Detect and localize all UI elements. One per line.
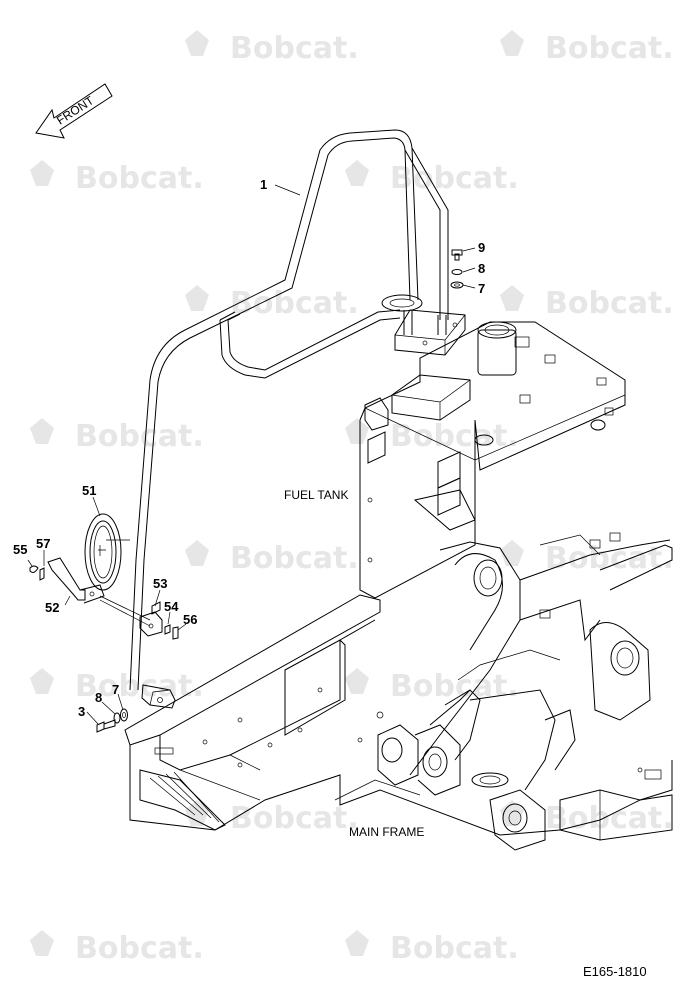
- callout-8: 8: [478, 261, 485, 276]
- bobcat-logo-icon: [30, 668, 54, 694]
- bobcat-logo-icon: [185, 30, 209, 56]
- main-frame: [124, 594, 673, 836]
- watermark-text: Bobcat.: [75, 419, 204, 454]
- leader-lines: [27, 184, 301, 725]
- fuel-tank: [359, 321, 626, 599]
- bobcat-logo-icon: [30, 930, 54, 956]
- watermark-text: Bobcat.: [390, 931, 519, 966]
- mirror-assembly: [29, 513, 179, 640]
- watermark-text: Bobcat.: [545, 286, 674, 321]
- watermark-text: Bobcat.: [75, 161, 204, 196]
- watermark-text: Bobcat.: [390, 419, 519, 454]
- bobcat-logo-icon: [500, 800, 524, 826]
- bobcat-logo-icon: [500, 540, 524, 566]
- callout-9: 9: [478, 240, 485, 255]
- callout-55: 55: [13, 542, 27, 557]
- top-hardware: [450, 247, 476, 289]
- callout-53: 53: [153, 576, 167, 591]
- bobcat-logo-icon: [345, 668, 369, 694]
- watermark-text: Bobcat.: [390, 161, 519, 196]
- bobcat-logo-icon: [30, 418, 54, 444]
- watermark-text: Bobcat.: [230, 801, 359, 836]
- bobcat-logo-icon: [185, 540, 209, 566]
- watermark-text: Bobcat.: [230, 31, 359, 66]
- front-direction-arrow: FRONT: [35, 83, 113, 139]
- bobcat-logo-icon: [500, 30, 524, 56]
- callout-7-lower: 7: [112, 682, 119, 697]
- bobcat-logo-icon: [500, 285, 524, 311]
- callout-8-lower: 8: [95, 690, 102, 705]
- watermark-text: Bobcat.: [75, 931, 204, 966]
- callout-57: 57: [36, 536, 50, 551]
- watermark-text: Bobcat.: [230, 541, 359, 576]
- callout-7: 7: [478, 281, 485, 296]
- callout-56: 56: [183, 612, 197, 627]
- bottom-hardware: [96, 708, 128, 733]
- bobcat-logo-icon: [30, 160, 54, 186]
- watermark-text: Bobcat.: [545, 541, 674, 576]
- callout-54: 54: [164, 599, 179, 614]
- callout-52: 52: [45, 600, 59, 615]
- callout-3: 3: [78, 704, 85, 719]
- watermark-layer: Bobcat. Bobcat. Bobcat. Bobcat. Bobcat. …: [30, 30, 674, 966]
- bobcat-logo-icon: [185, 285, 209, 311]
- watermark-text: Bobcat.: [545, 801, 674, 836]
- bobcat-logo-icon: [185, 800, 209, 826]
- lift-arm-tower: [377, 489, 673, 851]
- callout-1: 1: [260, 177, 267, 192]
- bobcat-logo-icon: [345, 930, 369, 956]
- drawing-code: E165-1810: [583, 964, 647, 979]
- callouts: 1 9 8 7 51 55 57 52 53 54 56 3 8 7: [13, 177, 485, 719]
- bobcat-logo-icon: [345, 418, 369, 444]
- handrail: [129, 129, 466, 709]
- watermark-text: Bobcat.: [545, 31, 674, 66]
- fuel-tank-label: FUEL TANK: [284, 488, 348, 502]
- callout-51: 51: [82, 483, 96, 498]
- watermark-text: Bobcat.: [75, 669, 204, 704]
- bobcat-logo-icon: [345, 160, 369, 186]
- watermark-text: Bobcat.: [230, 286, 359, 321]
- main-frame-label: MAIN FRAME: [349, 825, 424, 839]
- watermark-text: Bobcat.: [390, 669, 519, 704]
